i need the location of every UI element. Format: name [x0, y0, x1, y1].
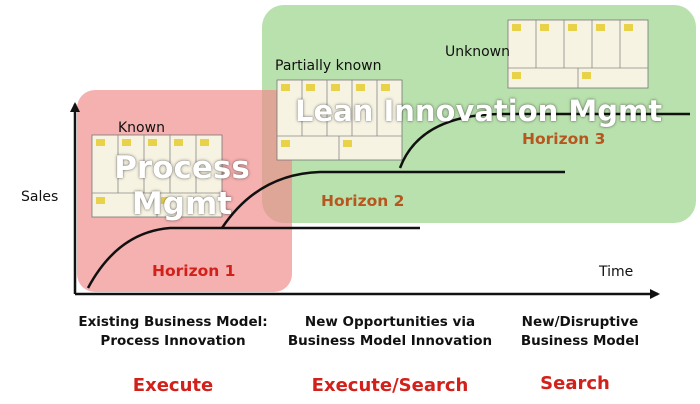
business-model-canvas-sketch-icon — [91, 134, 223, 218]
lean-innovation-title: Lean Innovation Mgmt — [295, 94, 663, 128]
caption-line: Process Innovation — [100, 333, 246, 349]
horizon-3-label: Horizon 3 — [522, 130, 606, 148]
business-model-canvas-sketch-icon — [507, 19, 649, 89]
horizon-1-label: Horizon 1 — [152, 262, 236, 280]
caption-new-opportunities: New Opportunities via Business Model Inn… — [280, 313, 500, 351]
process-title-line1: Process — [114, 150, 250, 186]
caption-existing-model: Existing Business Model: Process Innovat… — [68, 313, 278, 351]
horizon-2-curve — [220, 170, 565, 229]
action-execute-search: Execute/Search — [311, 375, 469, 396]
unknown-label: Unknown — [445, 44, 510, 60]
known-label: Known — [118, 120, 165, 136]
horizon-2-label: Horizon 2 — [321, 192, 405, 210]
horizon-3-curve — [398, 112, 690, 169]
caption-disruptive-model: New/Disruptive Business Model — [505, 313, 655, 351]
caption-line: Business Model Innovation — [287, 333, 493, 349]
partially-known-label: Partially known — [275, 58, 382, 74]
y-axis-label: Sales — [21, 189, 59, 205]
business-model-canvas-sketch-icon — [276, 79, 403, 161]
action-search: Search — [540, 373, 610, 394]
horizon-1-curve — [86, 226, 420, 289]
action-execute: Execute — [132, 375, 214, 396]
caption-line: Existing Business Model: — [78, 314, 268, 330]
process-title-line2: Mgmt — [131, 186, 233, 222]
x-axis-label: Time — [599, 264, 634, 280]
caption-line: New Opportunities via — [304, 314, 476, 330]
caption-line: Business Model — [520, 333, 640, 349]
process-mgmt-title: Process Mgmt — [112, 150, 252, 222]
caption-line: New/Disruptive — [521, 314, 639, 330]
